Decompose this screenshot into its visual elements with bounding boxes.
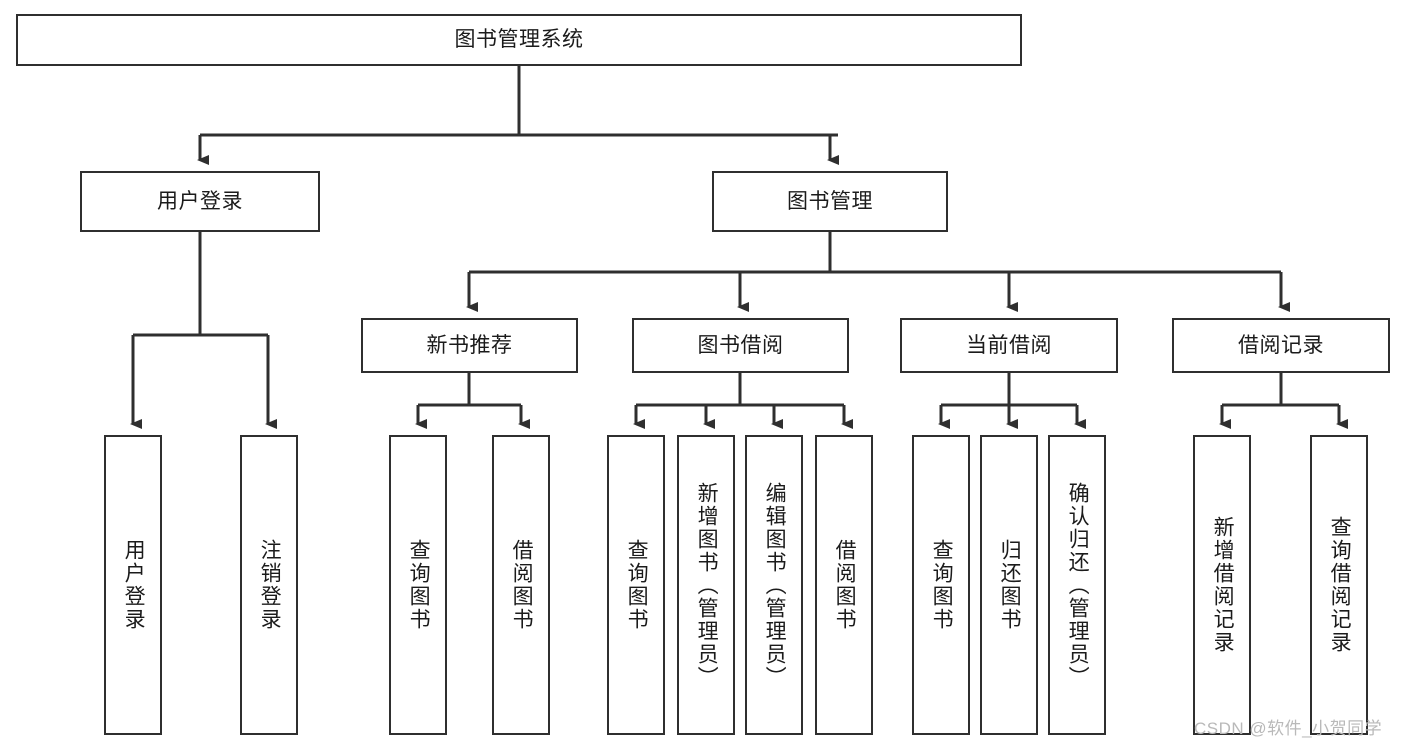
node-label: 查询图书 — [930, 539, 954, 631]
node-label: 注销登录 — [258, 539, 282, 631]
leaf-user-login-logout[interactable]: 注销登录 — [240, 435, 298, 735]
leaf-borrow-add-book-admin[interactable]: 新增图书（管理员） — [677, 435, 735, 735]
node-label: 新增借阅记录 — [1211, 516, 1235, 654]
leaf-borrow-borrow-book[interactable]: 借阅图书 — [815, 435, 873, 735]
node-label: 借阅图书 — [833, 539, 857, 631]
csdn-watermark: CSDN @软件_小贺同学 — [1194, 719, 1383, 738]
node-label: 借阅图书 — [510, 539, 534, 631]
node-current-borrow[interactable]: 当前借阅 — [900, 318, 1118, 373]
leaf-recommend-query-book[interactable]: 查询图书 — [389, 435, 447, 735]
leaf-user-login-login[interactable]: 用户登录 — [104, 435, 162, 735]
node-label: 图书借阅 — [697, 333, 784, 357]
node-label: 查询图书 — [625, 539, 649, 631]
node-label: 新增图书（管理员） — [695, 481, 719, 689]
node-label: 归还图书 — [998, 539, 1022, 631]
node-label: 确认归还（管理员） — [1066, 481, 1090, 689]
leaf-record-add-record[interactable]: 新增借阅记录 — [1193, 435, 1251, 735]
node-borrow-record[interactable]: 借阅记录 — [1172, 318, 1390, 373]
node-user-login[interactable]: 用户登录 — [80, 171, 320, 232]
node-label: 用户登录 — [157, 189, 243, 213]
node-label: 当前借阅 — [966, 333, 1052, 357]
node-root-system[interactable]: 图书管理系统 — [16, 14, 1022, 66]
leaf-current-confirm-return-admin[interactable]: 确认归还（管理员） — [1048, 435, 1106, 735]
node-book-borrow[interactable]: 图书借阅 — [632, 318, 849, 373]
node-new-book-recommend[interactable]: 新书推荐 — [361, 318, 578, 373]
leaf-current-return-book[interactable]: 归还图书 — [980, 435, 1038, 735]
node-label: 查询图书 — [407, 539, 431, 631]
node-label: 借阅记录 — [1238, 333, 1324, 357]
node-label: 图书管理 — [787, 189, 873, 213]
leaf-record-query-record[interactable]: 查询借阅记录 — [1310, 435, 1368, 735]
node-book-management[interactable]: 图书管理 — [712, 171, 948, 232]
node-label: 新书推荐 — [426, 333, 513, 357]
node-label: 图书管理系统 — [454, 28, 584, 52]
node-label: 编辑图书（管理员） — [763, 481, 787, 689]
leaf-recommend-borrow-book[interactable]: 借阅图书 — [492, 435, 550, 735]
leaf-borrow-query-book[interactable]: 查询图书 — [607, 435, 665, 735]
node-label: 查询借阅记录 — [1328, 516, 1352, 654]
leaf-current-query-book[interactable]: 查询图书 — [912, 435, 970, 735]
leaf-borrow-edit-book-admin[interactable]: 编辑图书（管理员） — [745, 435, 803, 735]
node-label: 用户登录 — [122, 539, 146, 631]
